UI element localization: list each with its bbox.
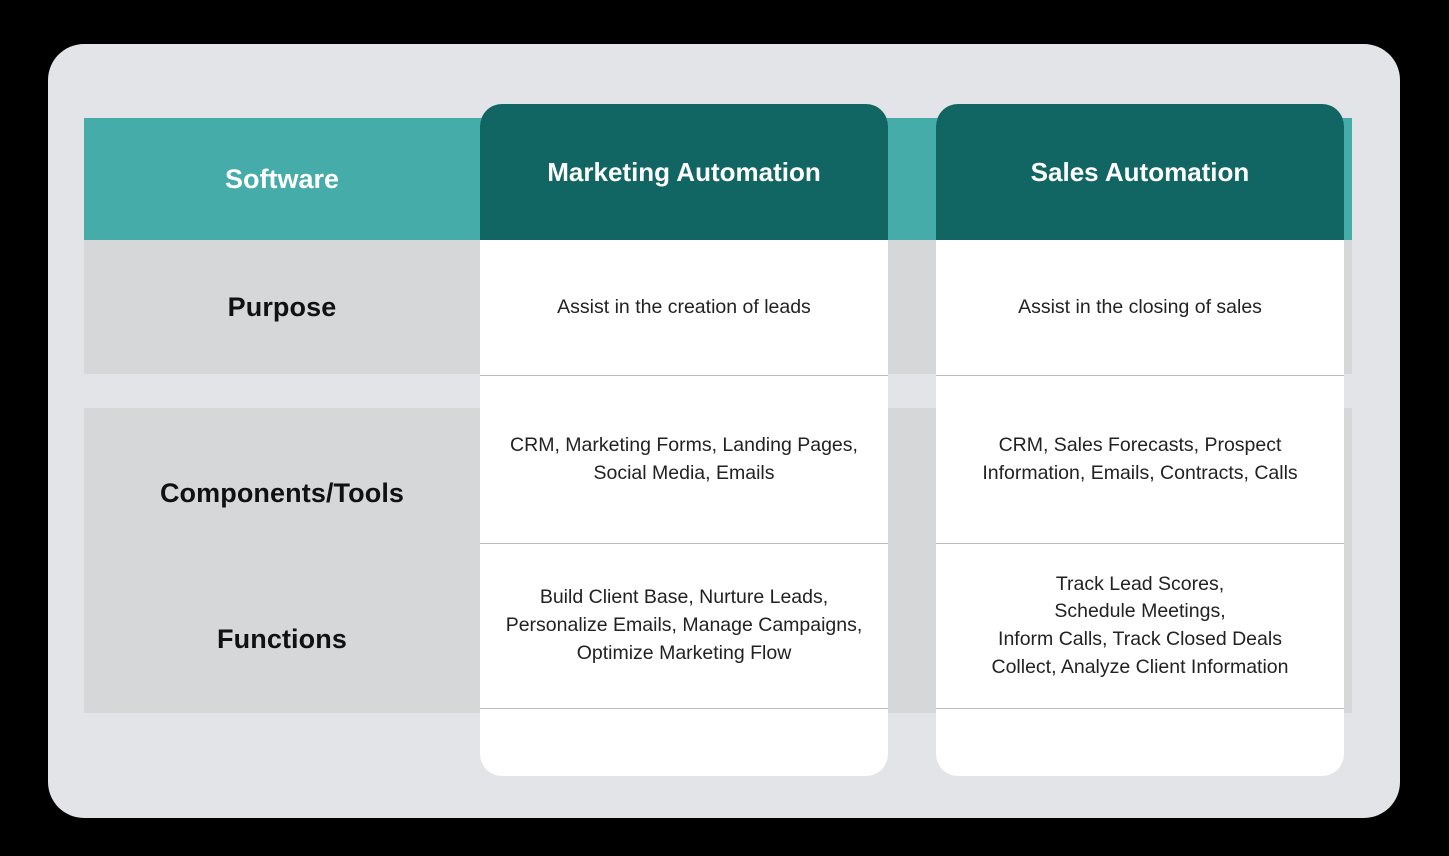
cell-marketing-functions: Build Client Base, Nurture Leads, Person…: [480, 544, 888, 709]
cell-text: Build Client Base, Nurture Leads, Person…: [505, 586, 863, 664]
cell-marketing-purpose: Assist in the creation of leads: [480, 240, 888, 376]
cell-sales-purpose: Assist in the closing of sales: [936, 240, 1344, 376]
column-header-sales-automation: Sales Automation: [936, 104, 1344, 240]
cell-text: Track Lead Scores, Schedule Meetings, In…: [991, 572, 1289, 678]
row-label-functions: Functions: [84, 566, 480, 713]
cell-sales-footer: [936, 709, 1344, 771]
cell-sales-components: CRM, Sales Forecasts, Prospect Informati…: [936, 376, 1344, 544]
cell-text: Assist in the closing of sales: [1018, 295, 1262, 318]
column-card-sales-automation: Sales Automation Assist in the closing o…: [936, 104, 1344, 776]
column-card-marketing-automation: Marketing Automation Assist in the creat…: [480, 104, 888, 776]
cell-text: CRM, Sales Forecasts, Prospect Informati…: [982, 433, 1298, 484]
row-label-purpose: Purpose: [84, 240, 480, 374]
comparison-panel: Software Purpose Components/Tools Functi…: [48, 44, 1400, 818]
row-label-header: Software: [224, 163, 340, 194]
cell-sales-functions: Track Lead Scores, Schedule Meetings, In…: [936, 544, 1344, 709]
cell-marketing-components: CRM, Marketing Forms, Landing Pages, Soc…: [480, 376, 888, 544]
row-label-components: Components/Tools: [84, 408, 480, 578]
cell-text: CRM, Marketing Forms, Landing Pages, Soc…: [510, 433, 858, 484]
comparison-table: Software Purpose Components/Tools Functi…: [84, 104, 1352, 778]
column-header-marketing-automation: Marketing Automation: [480, 104, 888, 240]
cell-text: Assist in the creation of leads: [557, 295, 811, 318]
cell-marketing-footer: [480, 709, 888, 771]
column-gap-strip: [888, 118, 936, 713]
